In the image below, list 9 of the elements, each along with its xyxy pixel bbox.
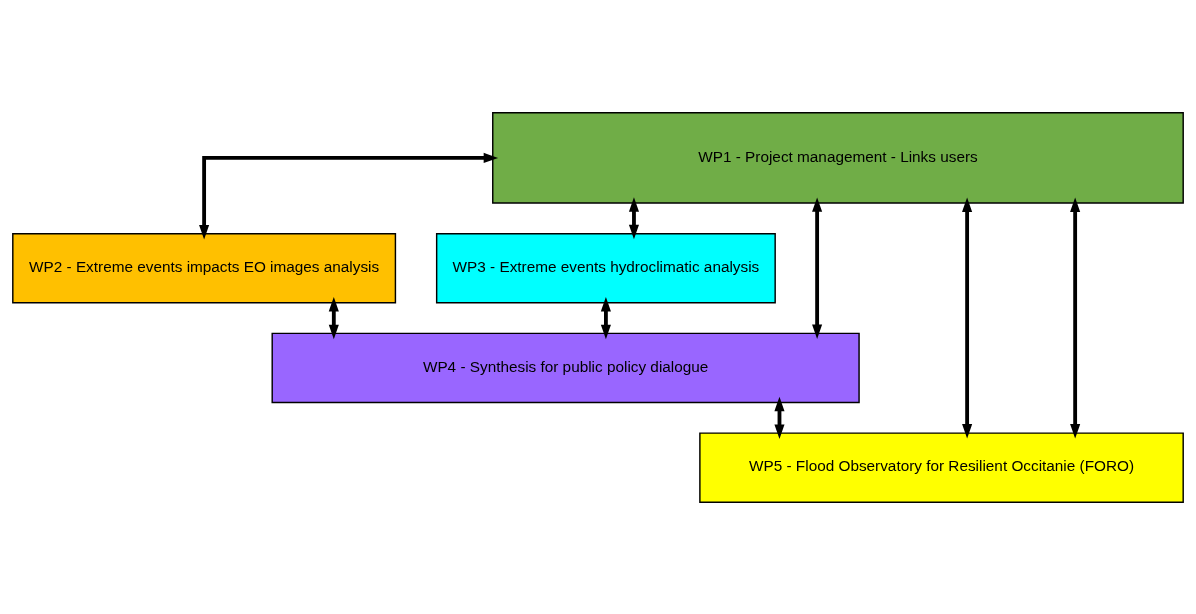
node-box: WP4 - Synthesis for public policy dialogue xyxy=(271,332,860,403)
node-box: WP5 - Flood Observatory for Resilient Occitanie (FORO) xyxy=(699,431,1184,503)
arrow xyxy=(812,196,823,339)
node-box: WP1 - Project management - Links users xyxy=(492,111,1184,204)
node-box: WP2 - Extreme events impacts EO images analysis xyxy=(12,232,397,303)
arrow xyxy=(1070,196,1081,439)
node-box: WP3 - Extreme events hydroclimatic analysis xyxy=(435,232,776,303)
arrow xyxy=(962,196,973,439)
arrow xyxy=(199,152,499,239)
